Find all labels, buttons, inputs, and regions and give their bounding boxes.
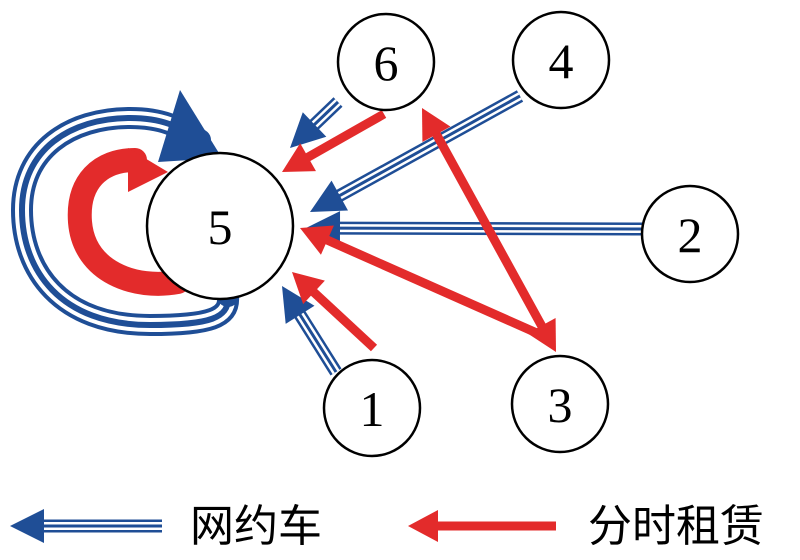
legend-time-share: 分时租赁 [408,501,764,552]
ride-hailing-edge-4-to-5-arrowhead [310,180,348,212]
time-share-edge-1-to-5 [292,272,378,352]
time-share-edge-6-to-3-bidirectional-line [430,128,548,332]
node-3-label: 3 [548,377,573,433]
legend-time-share-label: 分时租赁 [588,501,764,552]
time-share-edge-6-to-5-arrowhead [282,143,316,172]
ride-hailing-edge-1-to-5 [282,286,342,376]
legend-time-share-arrow-icon [408,510,556,542]
node-2[interactable]: 2 [640,184,740,284]
time-share-edge-1-to-5-arrowhead [292,272,325,305]
time-share-edge-1-to-5-line [308,286,378,352]
time-share-edge-6-to-3-bidirectional-arrowhead [527,318,556,352]
ride-hailing-edge-1-to-5-inner-line [296,310,338,373]
ride-hailing-edge-2-to-5 [306,211,645,246]
time-share-edge-3-to-5-arrowhead [300,225,334,255]
nodes-layer: 5 6 4 2 1 3 [145,10,740,458]
ride-hailing-edge-6-to-5-arrowhead [290,112,327,148]
time-share-edge-3-to-5-line [321,234,550,343]
ride-hailing-self-loop-5 [10,90,240,337]
time-share-legend-arrow [408,510,556,542]
ride-hailing-edge-4-to-5-inner-line [335,94,521,199]
time-share-edge-3-to-5 [300,225,550,343]
node-4-label: 4 [549,33,574,89]
node-1-label: 1 [360,381,385,437]
node-5[interactable]: 5 [145,151,295,301]
legend-ride-hailing: 网约车 [10,501,322,552]
node-2-label: 2 [678,207,703,263]
ride-hailing-legend-arrow-arrowhead [10,509,44,543]
node-5-label: 5 [208,199,233,255]
ride-hailing-edge-4-to-5 [310,90,524,212]
time-share-edge-6-to-3-bidirectional [422,108,556,352]
legend: 网约车 分时租赁 [10,501,764,552]
node-6[interactable]: 6 [336,12,436,112]
node-4[interactable]: 4 [511,10,611,110]
node-6-label: 6 [374,35,399,91]
ride-hailing-edge-6-to-5 [290,97,343,148]
node-3[interactable]: 3 [510,354,610,454]
time-share-self-loop-5 [67,148,190,296]
time-share-edge-6-to-5-line [302,110,387,164]
time-share-legend-arrow-arrowhead [408,510,438,542]
time-share-edge-6-to-3-bidirectional-arrowhead-start [422,108,451,142]
legend-ride-hailing-arrow-icon [10,509,162,543]
legend-ride-hailing-label: 网约车 [190,501,322,552]
ride-hailing-edge-1-to-5-arrowhead [282,286,315,324]
edges-layer [282,90,645,376]
node-1[interactable]: 1 [322,358,422,458]
time-share-edge-6-to-5 [282,110,387,172]
ride-hailing-edge-6-to-5-inner-line [310,100,340,129]
ride-hailing-legend-arrow [10,509,162,543]
